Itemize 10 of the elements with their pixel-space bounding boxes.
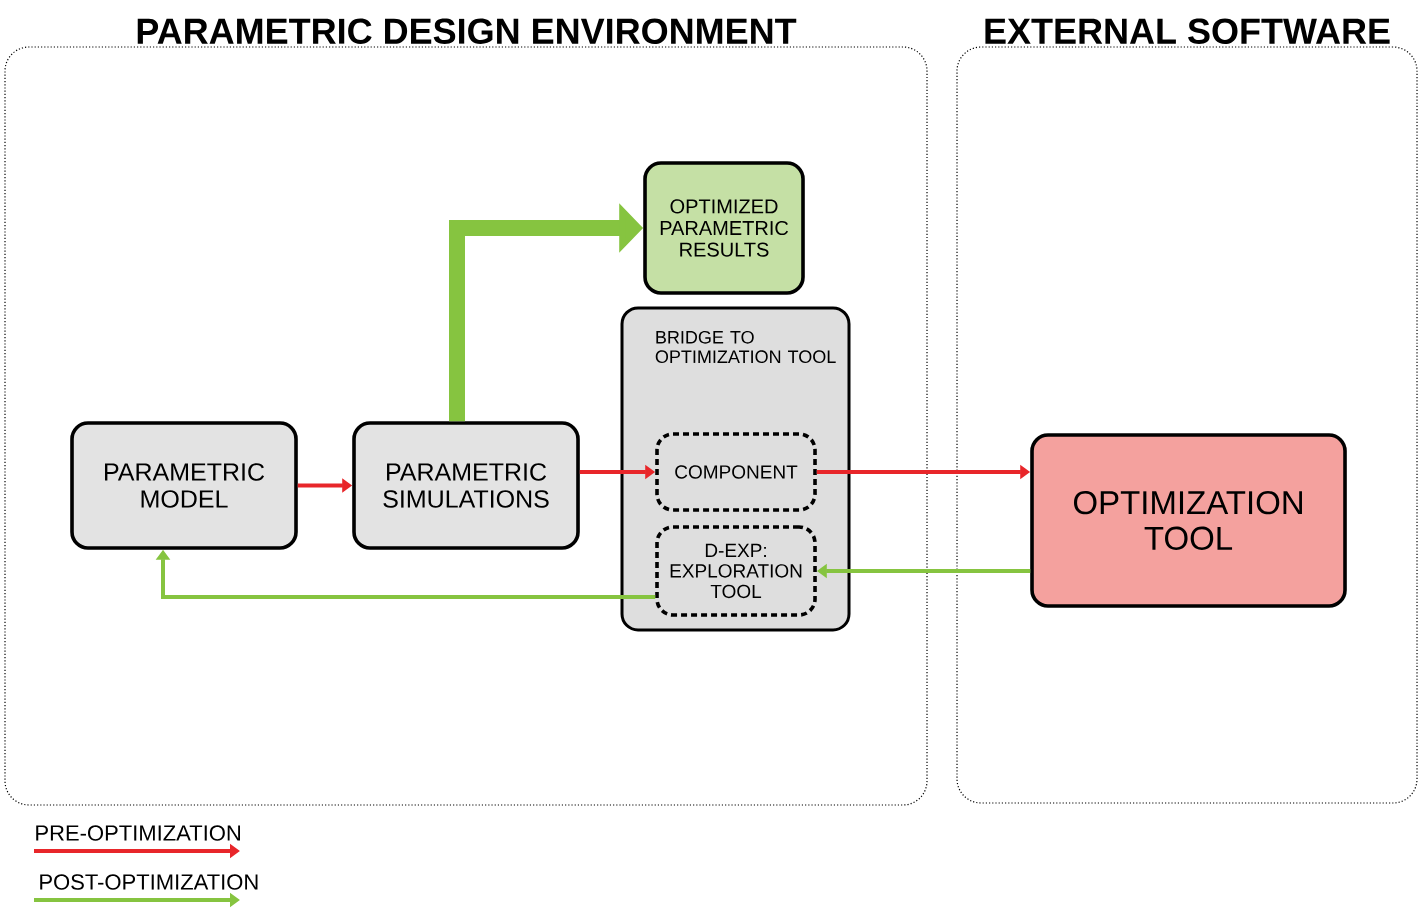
tool-box: OPTIMIZATION TOOL xyxy=(1030,433,1347,608)
process-box: PARAMETRIC MODEL xyxy=(70,421,298,550)
node-label: EXTERNAL SOFTWARE xyxy=(985,18,1390,44)
process-box: PARAMETRIC SIMULATIONS xyxy=(352,421,580,550)
component-box: D-EXP: EXPLORATION TOOL xyxy=(655,525,817,617)
legend-text: POST-OPTIMIZATION xyxy=(40,874,258,890)
node-label: PARAMETRIC DESIGN ENVIRONMENT xyxy=(137,18,797,44)
component-box: COMPONENT xyxy=(655,432,817,512)
result-box: OPTIMIZED PARAMETRIC RESULTS xyxy=(643,161,805,295)
legend-text: PRE-OPTIMIZATION xyxy=(36,825,240,841)
